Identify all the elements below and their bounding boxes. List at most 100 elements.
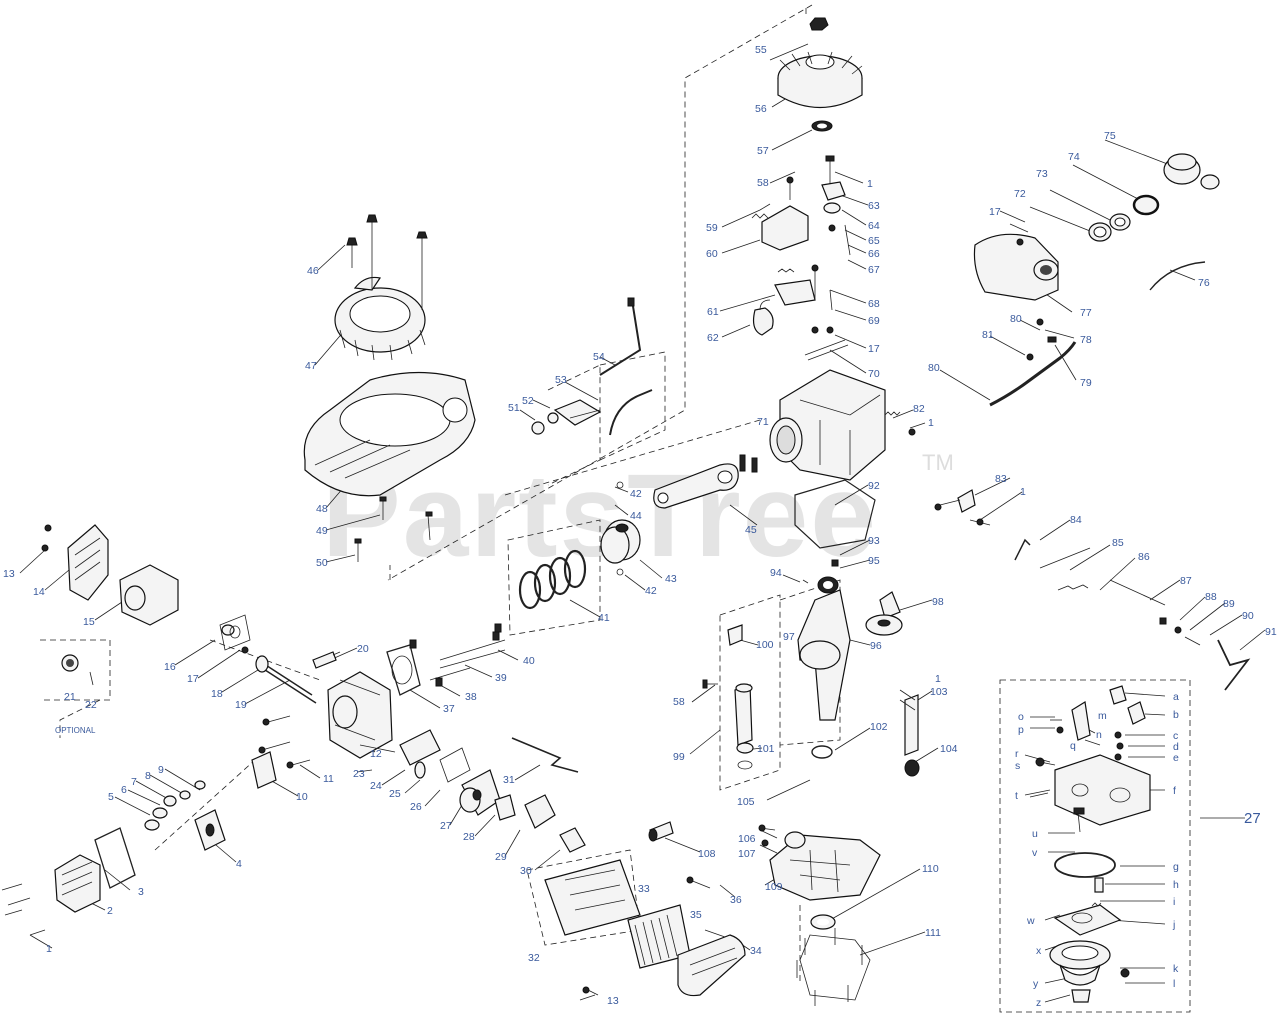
sump-seal <box>810 914 836 930</box>
part-label: 106 <box>738 833 756 845</box>
watermark-tm: TM <box>922 450 954 475</box>
oil-fill-tube <box>648 821 674 842</box>
part-label: 22 <box>85 699 97 711</box>
part-label: b <box>1173 709 1179 721</box>
part-label: 1 <box>935 673 941 685</box>
part-label: n <box>1096 729 1102 741</box>
part-label: m <box>1098 710 1107 722</box>
part-label: h <box>1173 879 1179 891</box>
part-label: 1 <box>1020 486 1026 498</box>
part-label: 89 <box>1223 598 1235 610</box>
exhaust-gasket <box>219 614 251 651</box>
carb-gasket <box>439 747 471 783</box>
valve-cover-gasket <box>94 827 136 889</box>
part-label: 73 <box>1036 168 1048 180</box>
cylinder-head <box>327 671 393 759</box>
part-label: 109 <box>765 881 783 893</box>
part-label: 91 <box>1265 626 1277 638</box>
camshaft-assembly <box>702 624 754 770</box>
part-label: l <box>1173 978 1175 990</box>
choke-link <box>511 737 579 773</box>
part-label: 98 <box>932 596 944 608</box>
part-label: 12 <box>370 748 382 760</box>
engine-sump <box>769 831 881 901</box>
part-label: 85 <box>1112 537 1124 549</box>
connecting-rod <box>653 463 739 509</box>
fuel-cap-gaskets <box>1088 194 1160 242</box>
part-label: 17 <box>989 206 1001 218</box>
brake-lever <box>821 181 846 214</box>
ground-wire <box>804 339 849 361</box>
part-label: j <box>1172 919 1175 931</box>
part-label: 11 <box>323 773 334 785</box>
crankcase-bolts <box>739 454 758 473</box>
blower-studs <box>354 496 433 562</box>
air-filter-base <box>524 794 556 829</box>
part-label: 1 <box>867 178 873 190</box>
part-label: 63 <box>868 200 880 212</box>
part-label: 17 <box>187 673 199 685</box>
part-label: 38 <box>465 691 477 703</box>
part-label: e <box>1173 752 1179 764</box>
fuel-line <box>989 318 1077 407</box>
flywheel-key-washer <box>811 120 833 132</box>
governor-rod <box>1014 538 1031 561</box>
part-label: 104 <box>940 743 958 755</box>
part-label: z <box>1036 997 1041 1009</box>
part-label: 19 <box>235 699 247 711</box>
part-label: 70 <box>868 368 880 380</box>
brake-bracket <box>759 176 809 251</box>
sump-plug <box>758 824 776 847</box>
part-label: 13 <box>607 995 619 1007</box>
part-label: 17 <box>868 343 880 355</box>
blower-housing <box>303 371 476 497</box>
part-label: 30 <box>520 865 532 877</box>
part-label: y <box>1033 978 1039 990</box>
part-label: 83 <box>995 473 1007 485</box>
part-label: 50 <box>316 557 328 569</box>
part-label: s <box>1015 760 1020 772</box>
part-label: 45 <box>745 524 757 536</box>
part-label: 100 <box>756 639 774 651</box>
part-label: 66 <box>868 248 880 260</box>
throttle-linkage <box>531 297 653 436</box>
governor-gear <box>865 591 903 636</box>
part-label: 7 <box>131 776 137 788</box>
part-label: 86 <box>1138 551 1150 563</box>
fuel-line-clip <box>1149 261 1206 291</box>
part-label: 49 <box>316 525 328 537</box>
screw-1-top <box>825 155 835 185</box>
part-label: 92 <box>868 480 880 492</box>
part-label: 3 <box>138 886 144 898</box>
part-label: 8 <box>145 770 151 782</box>
air-filter-cover <box>677 934 746 997</box>
part-label: w <box>1026 915 1035 927</box>
head-gasket <box>386 644 421 696</box>
part-label: 60 <box>706 248 718 260</box>
part-label: 84 <box>1070 514 1082 526</box>
part-label: 67 <box>868 264 880 276</box>
part-label: 78 <box>1080 334 1092 346</box>
part-label: 35 <box>690 909 702 921</box>
intake-spacer <box>359 729 441 779</box>
part-label: 55 <box>755 44 767 56</box>
flywheel <box>777 51 863 109</box>
part-label: d <box>1173 741 1179 753</box>
piston <box>600 519 641 564</box>
part-label: 21 <box>64 691 76 703</box>
part-label: 41 <box>598 612 610 624</box>
brake-pin <box>828 224 851 256</box>
part-label: 71 <box>757 416 769 428</box>
muffler-shield <box>67 524 109 601</box>
part-label: 59 <box>706 222 718 234</box>
part-label: 93 <box>868 535 880 547</box>
part-label: 28 <box>463 831 475 843</box>
part-label: 10 <box>296 791 308 803</box>
governor-spring <box>1039 547 1091 591</box>
part-label: 15 <box>83 616 95 628</box>
part-label: 42 <box>630 488 642 500</box>
part-label: 44 <box>630 510 642 522</box>
part-label: 61 <box>707 306 719 318</box>
push-rods <box>221 624 317 704</box>
